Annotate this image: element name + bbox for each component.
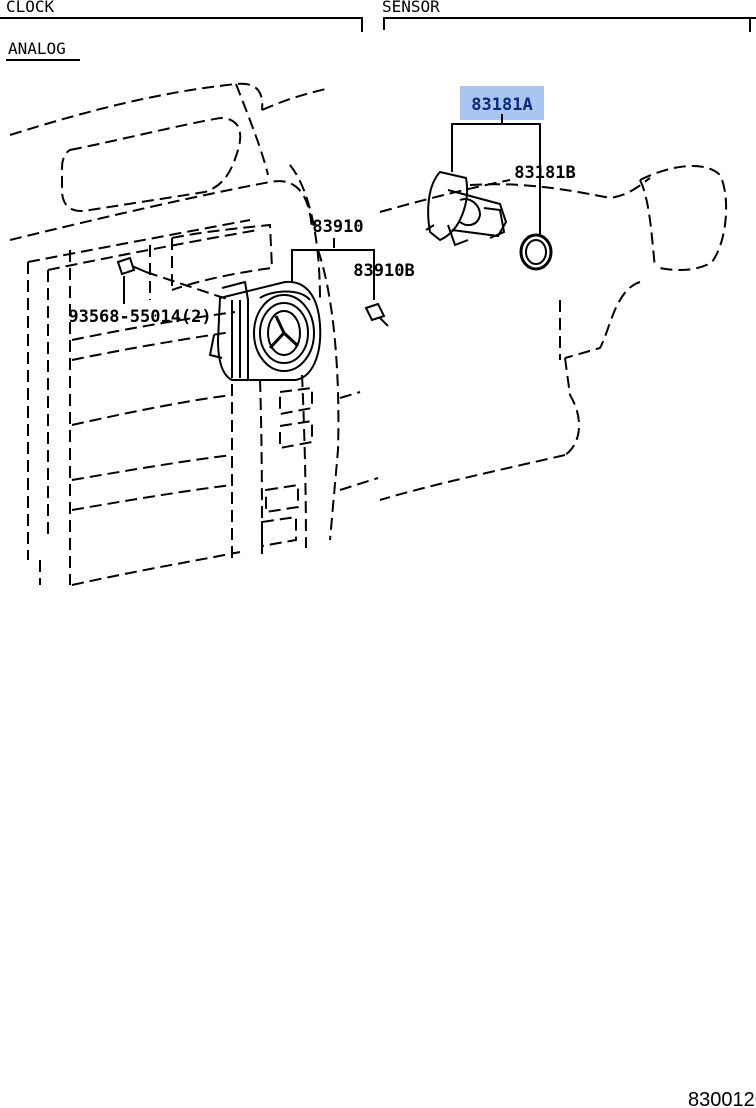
clock-section-bracket — [0, 17, 363, 32]
callout-83181a[interactable]: 83181A — [471, 95, 532, 115]
clock-assembly-drawing — [208, 280, 322, 381]
section-title-sensor: SENSOR — [382, 0, 440, 16]
illustration-code: 830012C — [688, 1089, 756, 1108]
bulb-drawing — [364, 302, 389, 327]
steering-column-outline — [379, 164, 728, 501]
section-title-clock: CLOCK — [6, 0, 55, 16]
sensor-drawing — [425, 170, 508, 247]
leader-83910 — [291, 249, 375, 300]
subsection-title-analog: ANALOG — [8, 39, 66, 58]
dashboard-outline — [9, 82, 379, 586]
leader-83181a — [451, 123, 541, 236]
callout-83910[interactable]: 83910 — [312, 217, 363, 237]
callout-93568-55014[interactable]: 93568-55014(2) — [68, 307, 211, 327]
callout-83181b[interactable]: 83181B — [514, 163, 575, 183]
callout-83910b[interactable]: 83910B — [353, 261, 414, 281]
o-ring-drawing — [519, 233, 553, 271]
sensor-section-bracket — [383, 17, 756, 30]
screw-drawing — [116, 256, 231, 301]
